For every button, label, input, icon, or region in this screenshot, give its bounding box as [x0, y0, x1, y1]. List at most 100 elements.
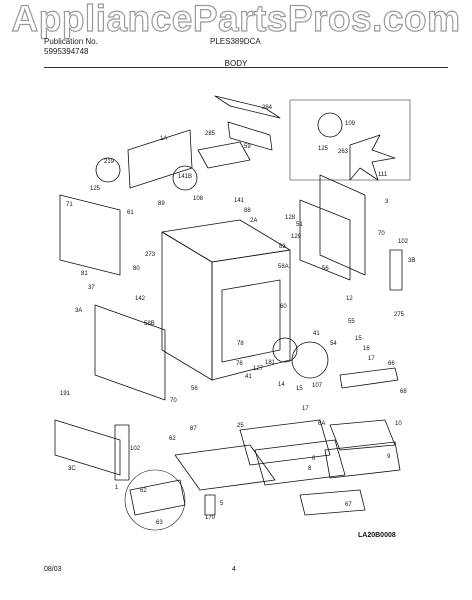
part-label: 263	[338, 149, 349, 155]
part-label: 51	[296, 222, 303, 228]
part-label: 58A	[278, 264, 289, 270]
part-label: 9	[387, 454, 391, 460]
part-label: 170	[205, 515, 216, 521]
part-label: 125	[90, 186, 101, 192]
part-label: 89	[158, 201, 165, 207]
broil-pan-grid	[329, 419, 396, 451]
part-label: 102	[130, 446, 141, 452]
fan-inset-box	[289, 99, 411, 181]
part-label: 87	[190, 426, 197, 432]
right-side-panel	[319, 174, 366, 276]
part-label: 129	[291, 234, 302, 240]
part-label: 63	[156, 520, 163, 526]
part-label: 128	[285, 215, 296, 221]
fan-motor	[317, 112, 343, 138]
part-label: 62	[140, 488, 147, 494]
part-label: 3	[385, 199, 389, 205]
heat-shield	[197, 141, 251, 169]
part-label: 67	[345, 502, 352, 508]
part-label: 284	[262, 105, 273, 111]
part-label: 3A	[75, 308, 82, 314]
right-rear-panel	[299, 199, 351, 281]
part-label: 56	[322, 266, 329, 272]
part-label: 191	[60, 391, 71, 397]
section-title: BODY	[224, 59, 248, 68]
part-label: 285	[205, 131, 216, 137]
part-label: 81	[81, 271, 88, 277]
part-label: 5	[220, 501, 224, 507]
part-label: 2A	[250, 218, 257, 224]
part-label: 78	[237, 341, 244, 347]
part-label: 12	[346, 296, 353, 302]
part-170	[204, 494, 216, 516]
oven-rack-lower	[254, 439, 346, 486]
part-label: 1	[115, 485, 119, 491]
terminal-block	[129, 479, 186, 516]
part-label: 16	[363, 346, 370, 352]
part-label: 273	[145, 252, 156, 258]
broil-pan	[324, 441, 401, 479]
watermark: AppliancePartsPros.com	[11, 0, 461, 40]
publication-label: Publication No.	[44, 37, 98, 46]
bracket-102	[389, 249, 403, 291]
front-panel-3a	[94, 304, 166, 401]
part-label: 6A	[318, 421, 325, 427]
diagram-code: LA20B0008	[358, 532, 396, 539]
header-rule	[44, 67, 448, 68]
callout-labels: 1A 284 285 59 109 125 263 111 219 125 14…	[60, 105, 415, 526]
part-label: 17	[368, 356, 375, 362]
fan-cover	[272, 337, 298, 363]
oven-window	[221, 279, 281, 363]
part-label: 59	[244, 144, 251, 150]
fan-blade	[349, 134, 396, 181]
thermostat-part	[95, 157, 121, 183]
switch-part	[172, 165, 198, 191]
part-label: 37	[88, 285, 95, 291]
lower-bracket	[114, 424, 130, 481]
oven-cavity-side	[161, 231, 213, 381]
part-label: 125	[318, 146, 329, 152]
oven-cavity-top	[161, 219, 291, 263]
oven-bottom	[174, 444, 276, 491]
part-label: 3B	[408, 258, 415, 264]
part-label: 41	[313, 331, 320, 337]
part-label: 56	[191, 386, 198, 392]
part-label: 10	[395, 421, 402, 427]
part-label: 60	[280, 304, 287, 310]
part-label: 66	[388, 361, 395, 367]
part-label: 141B	[178, 174, 192, 180]
part-label: 25	[237, 423, 244, 429]
part-label: 61	[127, 210, 134, 216]
convection-fan	[291, 341, 329, 379]
part-label: 17	[302, 406, 309, 412]
part-label: 6	[312, 456, 316, 462]
part-label: 127	[253, 366, 264, 372]
left-side-panel	[59, 194, 121, 276]
oven-rack-upper	[239, 419, 331, 466]
part-label: 68	[400, 389, 407, 395]
part-label: 80	[133, 266, 140, 272]
part-label: 14	[278, 382, 285, 388]
part-label: 108	[193, 196, 204, 202]
part-label: 88	[244, 208, 251, 214]
model-number: PLES389DCA	[210, 37, 261, 46]
oven-front-frame	[211, 249, 291, 381]
bake-element	[339, 367, 399, 389]
part-label: 15	[296, 386, 303, 392]
part-label: 62	[169, 436, 176, 442]
part-label: 41	[245, 374, 252, 380]
part-label: 219	[104, 159, 115, 165]
part-label: 141	[234, 198, 245, 204]
part-label: 70	[170, 398, 177, 404]
part-label: 142	[135, 296, 146, 302]
part-label: 275	[394, 312, 405, 318]
publication-number: 5995394748	[44, 47, 89, 56]
part-label: 107	[312, 383, 323, 389]
vent-duct	[227, 121, 273, 151]
part-label: 55	[348, 319, 355, 325]
part-label: 58B	[144, 321, 155, 327]
part-label: 3C	[68, 466, 76, 472]
part-label: 54	[330, 341, 337, 347]
broil-element	[299, 489, 366, 516]
